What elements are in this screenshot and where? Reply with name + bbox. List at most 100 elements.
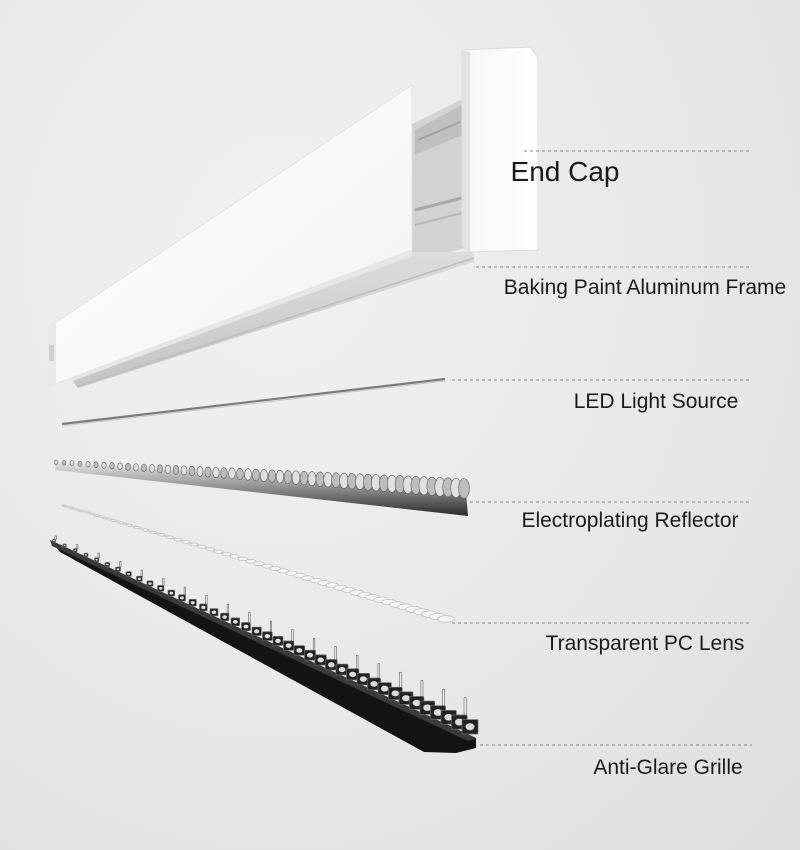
lens-element (182, 541, 189, 544)
label-frame: Baking Paint Aluminum Frame (445, 276, 800, 300)
grille-clip (399, 672, 401, 687)
grille-clip (184, 587, 186, 595)
reflector-cup (292, 471, 300, 484)
grille-clip (464, 698, 466, 715)
label-led: LED Light Source (531, 390, 781, 414)
lens-element (87, 512, 91, 513)
lens-element (126, 524, 131, 526)
lens-element (150, 531, 156, 533)
grille-clip (356, 655, 358, 669)
lens-elements (63, 505, 455, 622)
grille-cell-highlight (339, 667, 346, 672)
reflector-cup (276, 470, 284, 483)
end-cap-part (462, 47, 538, 252)
grille-cell-highlight (95, 559, 97, 561)
lens-element (438, 616, 455, 623)
lens-element (230, 555, 239, 559)
anti-glare-grille-part (50, 536, 478, 753)
reflector-cup (165, 465, 171, 474)
grille-cell-highlight (85, 554, 87, 556)
lens-element (206, 548, 214, 551)
reflector-cup (94, 462, 98, 468)
lens-element (158, 534, 164, 537)
reflector-cup (141, 464, 146, 472)
grille-cell-highlight (317, 657, 323, 662)
grille-cell-highlight (53, 540, 55, 541)
grille-cell-highlight (159, 587, 163, 590)
reflector-cup (229, 468, 236, 479)
grille-cell-highlight (381, 686, 388, 692)
grille-cell-highlight (106, 563, 109, 565)
grille-cell-highlight (466, 723, 475, 730)
grille-cell-highlight (148, 582, 151, 585)
grille-clip (55, 536, 57, 539)
lens-element (95, 515, 99, 517)
reflector-cup (221, 468, 228, 479)
label-reflector: Electroplating Reflector (485, 509, 775, 533)
lens-element (142, 529, 148, 531)
grille-cell-highlight (127, 573, 130, 575)
grille-cell-highlight (296, 648, 302, 653)
grille-cell-highlight (254, 629, 259, 633)
reflector-cup (213, 467, 219, 477)
reflector-cup (348, 473, 357, 489)
grille-cell-highlight (307, 653, 313, 658)
grille-cell-highlight (392, 690, 400, 696)
reflector-part (54, 460, 469, 516)
reflector-cup (149, 464, 154, 472)
grille-clip (206, 596, 208, 604)
reflector-cup (284, 471, 292, 484)
reflector-cup (102, 462, 106, 468)
reflector-cup (197, 467, 203, 477)
grille-clip (141, 570, 143, 576)
label-lens: Transparent PC Lens (515, 632, 775, 656)
reflector-cup (157, 465, 162, 473)
reflector-cup (133, 464, 138, 471)
grille-cell-highlight (328, 662, 335, 667)
lens-element (198, 545, 206, 548)
reflector-cup (78, 461, 82, 466)
lens-element (222, 552, 231, 555)
grille-clip (98, 553, 100, 558)
grille-cell-highlight (117, 568, 120, 570)
reflector-cup (245, 469, 252, 481)
reflector-cup (324, 472, 332, 487)
grille-cell-highlight (64, 545, 66, 546)
lens-element (174, 538, 181, 541)
grille-cell-highlight (265, 634, 270, 638)
grille-cell-highlight (370, 681, 377, 687)
grille-cell-highlight (212, 610, 216, 614)
grille-cell-highlight (349, 672, 356, 677)
reflector-cup (308, 472, 316, 486)
lens-element (63, 505, 66, 506)
grille-clip (335, 647, 337, 660)
lens-element (166, 536, 173, 539)
reflector-cup (189, 466, 195, 476)
reflector-cup (62, 460, 66, 465)
grille-cell-highlight (180, 596, 184, 599)
reflector-cup (118, 463, 123, 470)
lens-element (102, 517, 106, 519)
grille-clip (270, 621, 272, 632)
label-end-cap: End Cap (330, 156, 800, 188)
grille-clip (227, 604, 229, 613)
reflector-cup (332, 473, 341, 488)
grille-cell-highlight (413, 700, 421, 706)
grille-clip (443, 689, 445, 706)
reflector-cup (300, 471, 308, 485)
grille-cell-highlight (201, 606, 205, 609)
reflector-cup (252, 469, 259, 481)
lens-element (79, 510, 82, 511)
grille-cell-highlight (222, 615, 227, 619)
reflector-cup (316, 472, 324, 486)
label-grille: Anti-Glare Grille (573, 756, 763, 780)
reflector-cup (268, 470, 275, 483)
reflector-cup (260, 469, 267, 481)
reflector-cup (459, 479, 470, 499)
lens-element (71, 508, 74, 509)
reflector-cup (340, 473, 349, 488)
grille-clip (292, 630, 294, 641)
grille-clip (163, 579, 165, 586)
lens-element (118, 522, 123, 524)
